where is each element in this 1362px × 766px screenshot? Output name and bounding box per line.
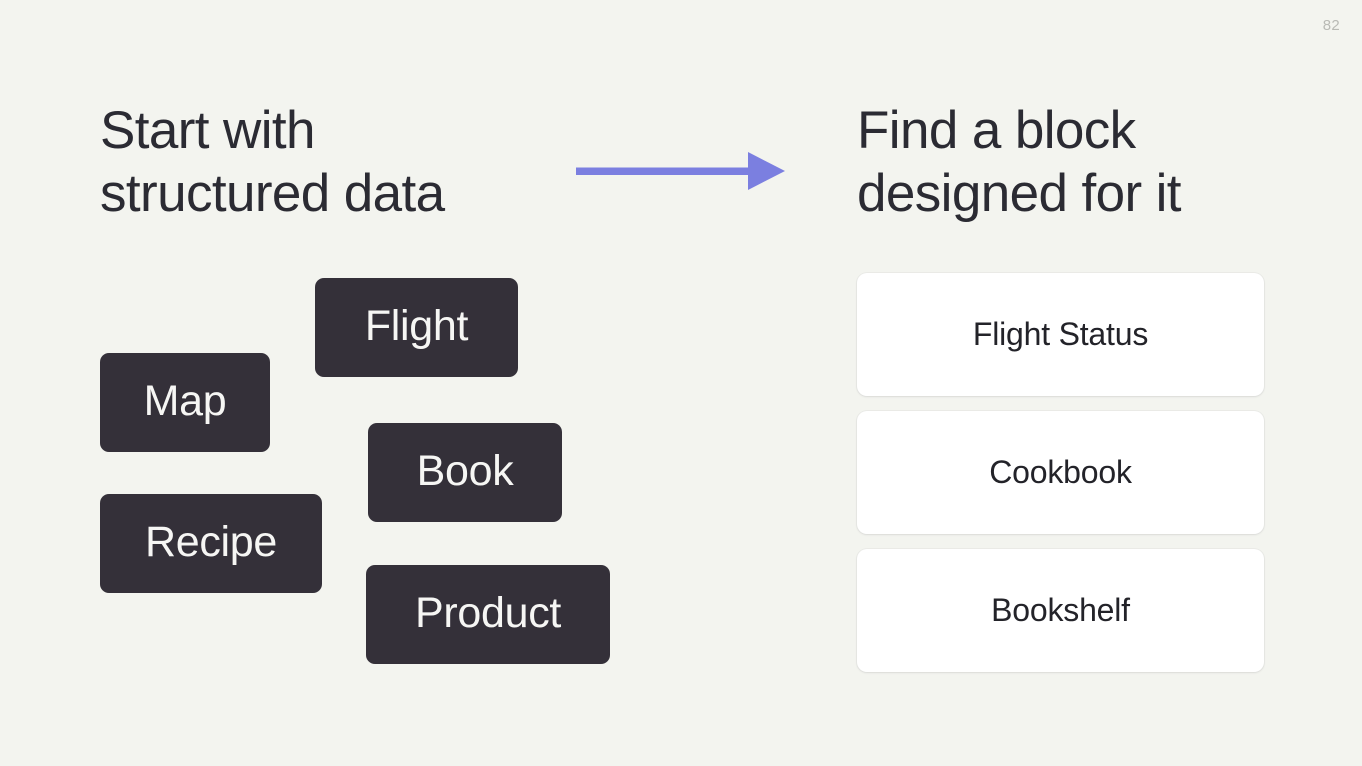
- right-arrow-glyph: [576, 152, 785, 190]
- chip-flight[interactable]: Flight: [315, 278, 518, 377]
- chip-recipe[interactable]: Recipe: [100, 494, 322, 593]
- right-arrow-icon: [576, 150, 788, 192]
- right-heading: Find a block designed for it: [857, 101, 1182, 223]
- chip-book[interactable]: Book: [368, 423, 562, 522]
- card-bookshelf[interactable]: Bookshelf: [857, 549, 1264, 672]
- page-number: 82: [1322, 17, 1340, 34]
- block-card-list: Flight Status Cookbook Bookshelf: [857, 273, 1264, 672]
- card-flight-status[interactable]: Flight Status: [857, 273, 1264, 396]
- chip-product[interactable]: Product: [366, 565, 610, 664]
- structured-data-chip-cluster: Flight Map Book Recipe Product: [100, 278, 610, 664]
- chip-map[interactable]: Map: [100, 353, 270, 452]
- left-heading: Start with structured data: [100, 101, 445, 223]
- card-cookbook[interactable]: Cookbook: [857, 411, 1264, 534]
